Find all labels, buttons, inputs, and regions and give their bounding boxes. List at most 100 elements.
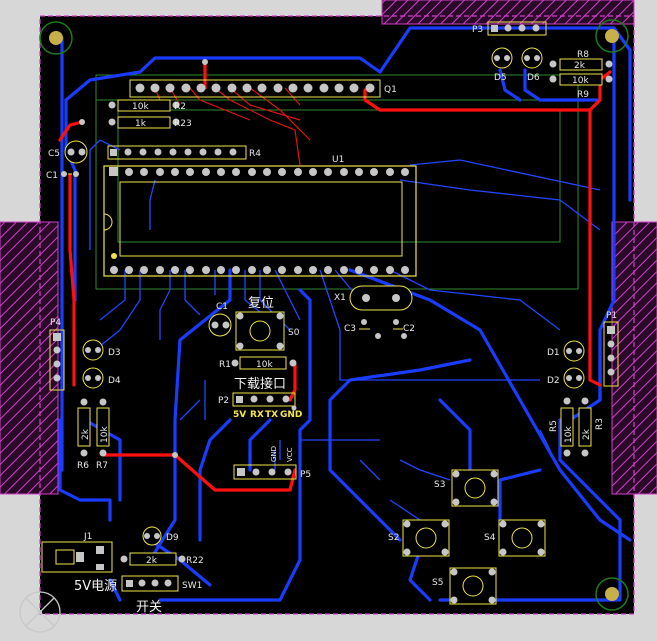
r1-resistor bbox=[231, 356, 297, 370]
r2-value: 10k bbox=[132, 102, 149, 112]
d9-led bbox=[142, 526, 162, 546]
p5-ref: P5 bbox=[300, 470, 311, 480]
top-layer-thin-traces bbox=[154, 87, 311, 166]
s0-ref: S0 bbox=[288, 328, 300, 338]
x1-crystal bbox=[349, 285, 413, 311]
d5-led bbox=[491, 47, 513, 69]
s0-reset-switch bbox=[235, 311, 285, 351]
s5-ref: S5 bbox=[432, 578, 443, 588]
s4-ref: S4 bbox=[484, 533, 496, 543]
u1-ref: U1 bbox=[332, 155, 344, 165]
j1-ref: J1 bbox=[83, 532, 92, 542]
sw1-ref: SW1 bbox=[182, 581, 202, 591]
c5-capacitor bbox=[64, 140, 88, 164]
r9-resistor bbox=[549, 73, 613, 86]
board-outline bbox=[39, 15, 635, 615]
s2-switch bbox=[402, 519, 450, 557]
s4-switch bbox=[498, 519, 546, 557]
p2-pin-tx: TX bbox=[265, 410, 278, 420]
r7-ref: R7 bbox=[96, 461, 108, 471]
d4-led bbox=[82, 367, 104, 389]
r3-value: 2k bbox=[582, 428, 592, 440]
sw1-switch bbox=[121, 575, 179, 592]
c1-top-capacitor bbox=[61, 171, 79, 177]
r4-ref: R4 bbox=[249, 149, 261, 159]
p2-ref: P2 bbox=[218, 396, 229, 406]
p4-header bbox=[49, 329, 65, 391]
r22-resistor bbox=[120, 552, 186, 566]
c1-mid-ref: C1 bbox=[216, 302, 228, 312]
board-substrate bbox=[40, 16, 634, 614]
c1-mid-capacitor bbox=[208, 313, 232, 337]
r1-value: 10k bbox=[256, 360, 273, 370]
d6-led bbox=[521, 47, 543, 69]
p5-vcc-label: VCC bbox=[286, 447, 294, 462]
p5-gnd-label: GND bbox=[270, 446, 278, 462]
p3-ref: P3 bbox=[472, 25, 483, 35]
d2-led bbox=[563, 367, 585, 389]
p3-header bbox=[487, 21, 547, 36]
download-label: 下载接口 bbox=[234, 376, 286, 392]
r8-resistor bbox=[549, 58, 613, 71]
p4-ref: P4 bbox=[50, 318, 61, 328]
p2-pin-rx: RX bbox=[250, 410, 264, 420]
r3-ref: R3 bbox=[595, 418, 605, 430]
keepout-top-right bbox=[381, 0, 635, 25]
r9-value: 10k bbox=[572, 76, 589, 86]
r23-ref: R23 bbox=[174, 119, 192, 129]
d1-ref: D1 bbox=[547, 348, 560, 358]
q1-header bbox=[129, 79, 381, 98]
r5-resistor bbox=[560, 397, 574, 457]
p1-header bbox=[603, 321, 619, 387]
r7-value: 10k bbox=[100, 426, 110, 443]
r4-network bbox=[107, 145, 247, 160]
x1-ref: X1 bbox=[334, 293, 346, 303]
p2-pin-gnd: GND bbox=[280, 410, 302, 420]
r22-value: 2k bbox=[146, 556, 158, 566]
d3-led bbox=[82, 339, 104, 361]
power-label: 5V电源 bbox=[74, 579, 117, 594]
r6-ref: R6 bbox=[77, 461, 89, 471]
p5-header bbox=[233, 464, 297, 480]
p2-pin-5v: 5V bbox=[233, 410, 246, 420]
switch-label: 开关 bbox=[136, 600, 162, 615]
p1-ref: P1 bbox=[606, 311, 617, 321]
r8-value: 2k bbox=[574, 61, 586, 71]
d4-ref: D4 bbox=[108, 376, 121, 386]
r8-ref: R8 bbox=[577, 50, 589, 60]
c2-ref: C2 bbox=[403, 324, 415, 334]
r6-value: 2k bbox=[81, 428, 91, 440]
d1-led bbox=[563, 340, 585, 362]
vias bbox=[79, 59, 297, 458]
q1-ref: Q1 bbox=[384, 85, 397, 95]
c5-ref: C5 bbox=[48, 149, 60, 159]
d9-ref: D9 bbox=[166, 533, 179, 543]
s2-ref: S2 bbox=[388, 533, 399, 543]
d5-ref: D5 bbox=[494, 73, 507, 83]
mounting-holes bbox=[19, 19, 629, 633]
r5-value: 10k bbox=[564, 426, 574, 443]
d3-ref: D3 bbox=[108, 348, 121, 358]
top-layer-traces bbox=[58, 60, 612, 492]
r2-resistor bbox=[108, 99, 180, 112]
reset-label: 复位 bbox=[248, 296, 274, 311]
j1-power-jack bbox=[41, 541, 113, 573]
r1-ref: R1 bbox=[219, 360, 231, 370]
c3-capacitor bbox=[359, 319, 381, 339]
r5-ref: R5 bbox=[549, 420, 559, 432]
p2-header bbox=[232, 392, 296, 407]
s3-switch bbox=[451, 469, 499, 507]
c2-capacitor bbox=[393, 319, 407, 339]
c3-ref: C3 bbox=[344, 324, 356, 334]
r23-value: 1k bbox=[135, 119, 147, 129]
d2-ref: D2 bbox=[547, 376, 560, 386]
c1-top-ref: C1 bbox=[46, 171, 58, 181]
r3-resistor bbox=[578, 397, 592, 457]
d6-ref: D6 bbox=[527, 73, 540, 83]
keepout-left bbox=[0, 221, 59, 495]
u1-mcu bbox=[103, 165, 417, 277]
r7-resistor bbox=[96, 398, 110, 457]
r9-ref: R9 bbox=[577, 90, 589, 100]
r6-resistor bbox=[77, 398, 91, 457]
